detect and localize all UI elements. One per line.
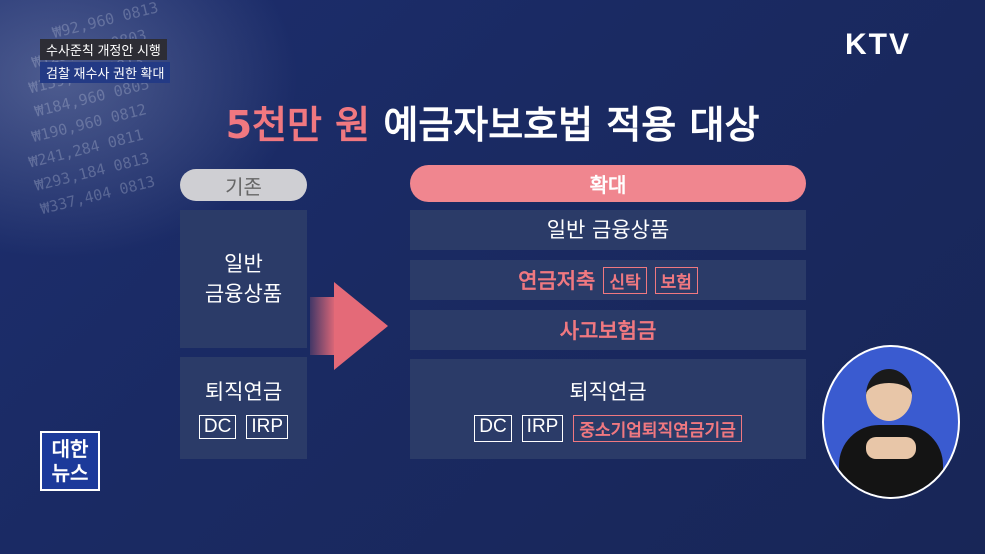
interpreter-hands (866, 437, 916, 459)
right-pension-label: 퇴직연금 (569, 379, 647, 404)
tag-trust: 신탁 (603, 266, 647, 294)
left-tag-irp: IRP (246, 415, 289, 439)
news-caption: 수사준칙 개정안 시행 검찰 재수사 권한 확대 (40, 39, 171, 83)
tag-sme-pension-fund: 중소기업퇴직연금기금 (573, 414, 742, 442)
channel-logo: KTV (845, 28, 911, 61)
right-row-accident-label: 사고보험금 (559, 319, 657, 343)
right-row-general-label: 일반 금융상품 (546, 218, 670, 242)
right-pension-tags: DC IRP 중소기업퇴직연금기금 (474, 414, 742, 442)
left-box-general: 일반 금융상품 (180, 210, 307, 348)
sign-language-interpreter (822, 345, 960, 499)
news-caption-line1: 수사준칙 개정안 시행 (40, 39, 167, 60)
arrow-tail (310, 297, 336, 355)
left-tag-dc: DC (198, 415, 237, 439)
left-box-general-line2: 금융상품 (204, 282, 283, 306)
interpreter-head (866, 369, 912, 421)
left-pension-tags: DC IRP (198, 415, 289, 439)
right-tag-irp: IRP (521, 414, 564, 442)
daehan-news-logo: 대한 뉴스 (40, 431, 100, 491)
title-highlight: 5천만 원 (225, 103, 371, 147)
right-box-pension: 퇴직연금 DC IRP 중소기업퇴직연금기금 (410, 359, 806, 459)
right-row-savings-label: 연금저축 (518, 269, 596, 293)
left-box-pension: 퇴직연금 DC IRP (180, 357, 307, 459)
right-arrow-icon (334, 282, 388, 370)
logo-line2: 뉴스 (51, 461, 89, 485)
tag-insurance: 보험 (654, 266, 698, 294)
title-rest: 예금자보호법 적용 대상 (383, 103, 760, 147)
right-row-pension-savings: 연금저축 신탁 보험 (410, 260, 806, 300)
left-header: 기존 (180, 169, 307, 201)
news-caption-line2: 검찰 재수사 권한 확대 (40, 62, 171, 83)
left-pension-label: 퇴직연금 (204, 380, 283, 404)
right-tag-dc: DC (474, 414, 512, 442)
logo-line1: 대한 (51, 437, 89, 461)
page-title: 5천만 원 예금자보호법 적용 대상 (0, 94, 985, 149)
left-box-general-line1: 일반 (224, 252, 263, 276)
right-row-accident: 사고보험금 (410, 310, 806, 350)
right-header: 확대 (410, 165, 806, 202)
right-row-general: 일반 금융상품 (410, 210, 806, 250)
